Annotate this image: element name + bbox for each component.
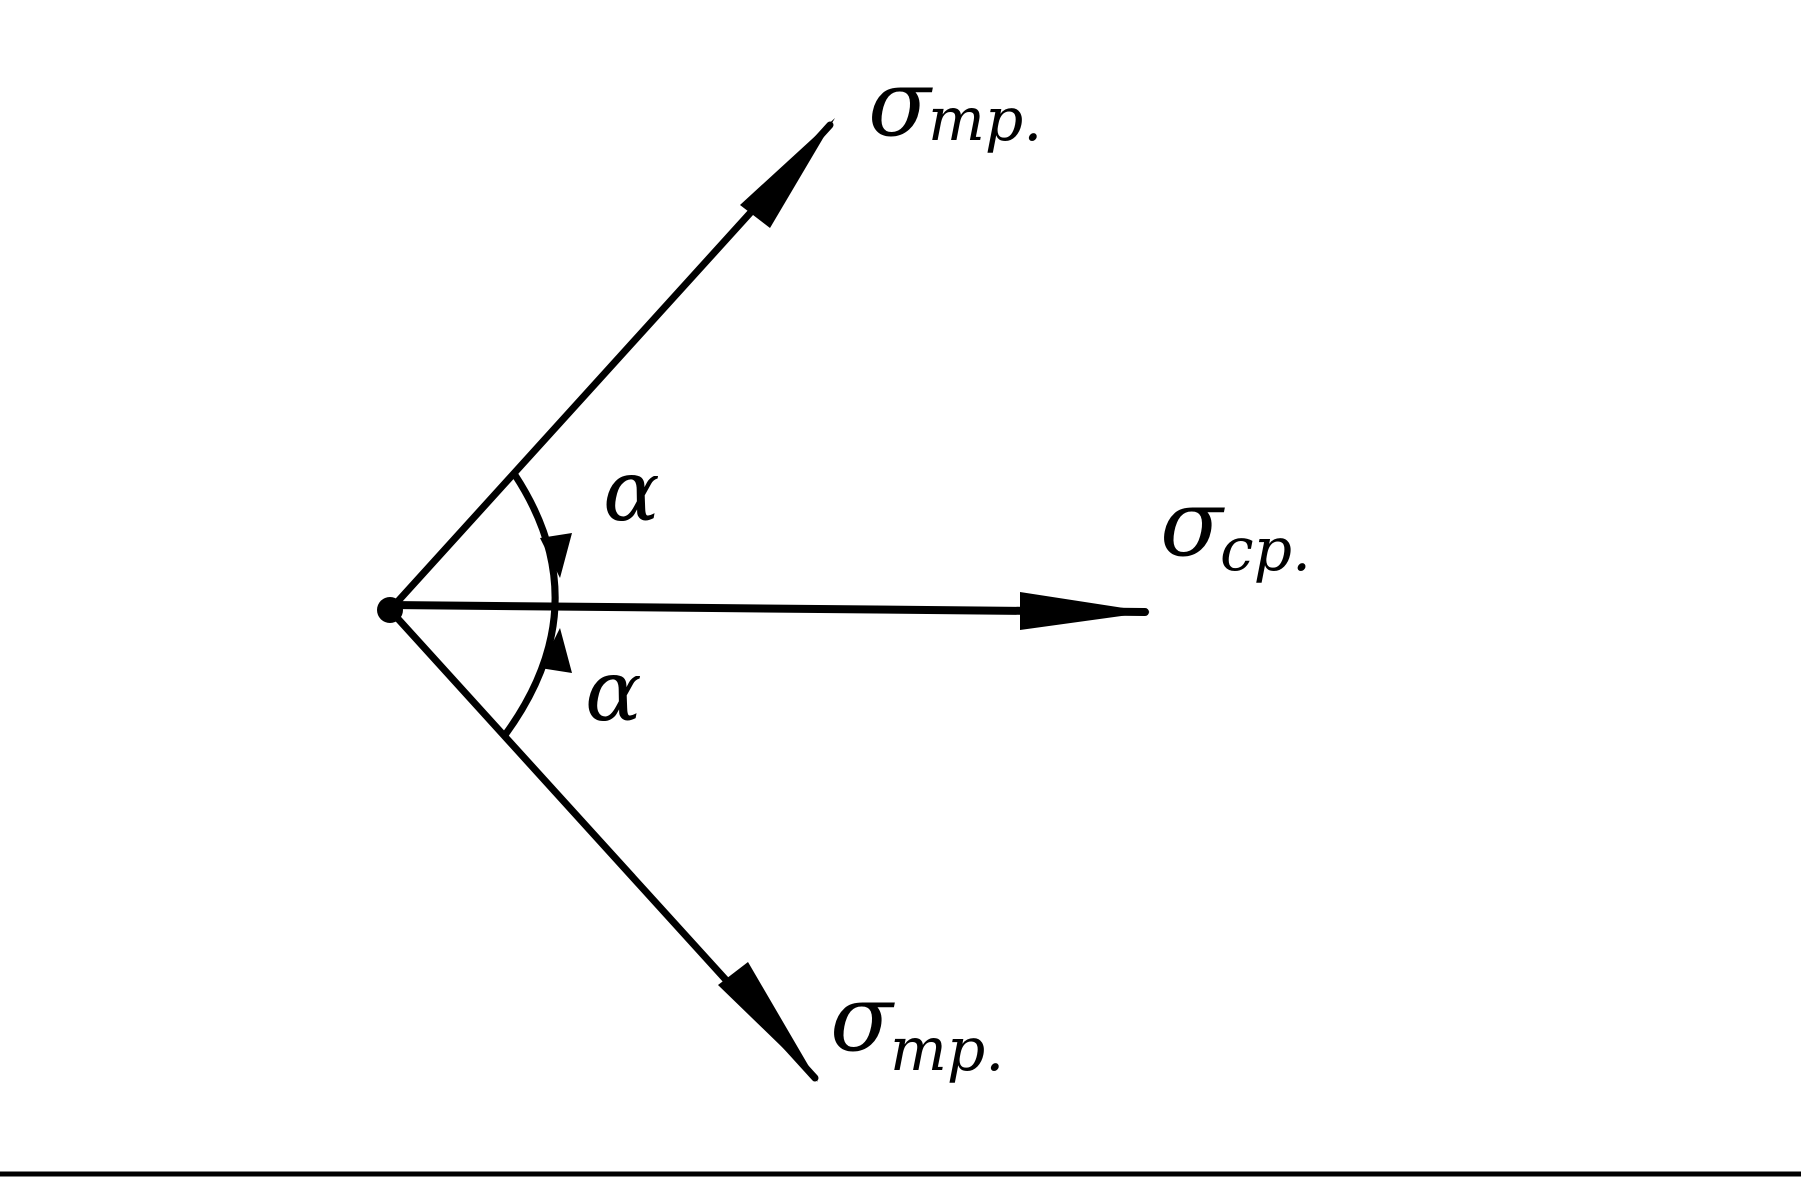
upper-angle-arrowhead (540, 533, 572, 578)
upper-angle-label: α (603, 442, 660, 540)
upper-vector-arrowhead (740, 118, 835, 228)
lower-vector-label-symbol: σ (830, 965, 895, 1072)
upper-vector-label-symbol: σ (868, 50, 933, 157)
middle-vector-label-symbol: σ (1160, 470, 1225, 577)
middle-vector-label-subscript: ср. (1220, 515, 1311, 585)
lower-angle-label: α (585, 642, 642, 740)
middle-vector-arrowhead (1020, 592, 1150, 630)
upper-vector-label-subscript: тр. (928, 85, 1042, 155)
angle-arc (501, 471, 559, 739)
lower-angle-arrowhead (540, 628, 572, 673)
lower-vector-label-subscript: тр. (890, 1015, 1004, 1085)
lower-vector-arrowhead (718, 962, 818, 1082)
middle-vector-line (386, 601, 1149, 616)
